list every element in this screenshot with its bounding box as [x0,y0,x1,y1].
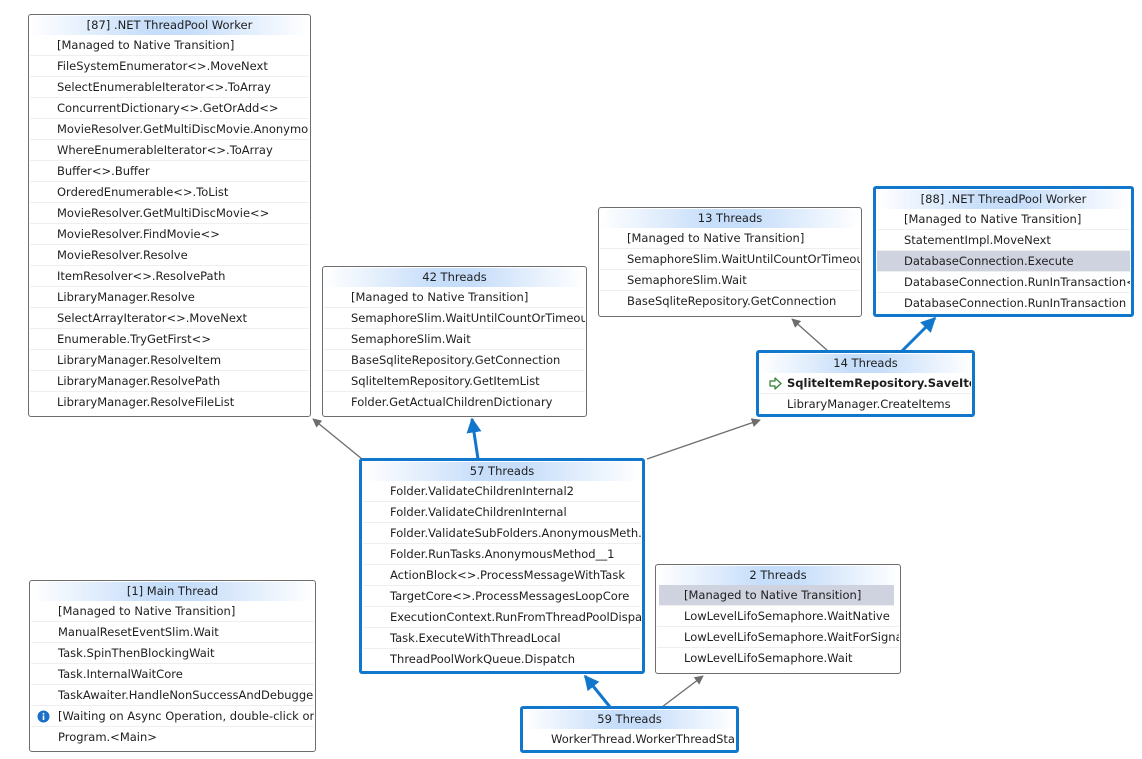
node-header[interactable]: 13 Threads [600,209,860,228]
stack-node-57-threads[interactable]: 57 Threads Folder.ValidateChildrenIntern… [359,458,645,674]
stack-frame[interactable]: LibraryManager.Resolve [30,287,309,308]
stack-frame[interactable]: [Managed to Native Transition] [877,209,1130,230]
stack-frame[interactable]: SemaphoreSlim.Wait [324,329,585,350]
stack-frame[interactable]: WhereEnumerableIterator<>.ToArray [30,140,309,161]
stack-frame[interactable]: SelectArrayIterator<>.MoveNext [30,308,309,329]
stack-frame[interactable]: MovieResolver.GetMultiDiscMovie.Anonymo.… [30,119,309,140]
stack-frame[interactable]: [Managed to Native Transition] [324,287,585,308]
node-header[interactable]: [1] Main Thread [31,582,314,601]
node-header[interactable]: 57 Threads [363,462,641,481]
stack-frame[interactable]: BaseSqliteRepository.GetConnection [324,350,585,371]
stack-frame[interactable]: TaskAwaiter.HandleNonSuccessAndDebugge..… [31,685,314,706]
stack-frame[interactable]: SqliteItemRepository.GetItemList [324,371,585,392]
stack-node-2-threads[interactable]: 2 Threads [Managed to Native Transition]… [655,564,901,674]
stack-node-14-threads[interactable]: 14 Threads SqliteItemRepository.SaveItem… [756,350,975,417]
edge-14-to-13 [791,318,829,352]
stack-frame[interactable]: LibraryManager.ResolveItem [30,350,309,371]
stack-frame[interactable]: DatabaseConnection.RunInTransaction<> [877,272,1130,293]
node-header[interactable]: [88] .NET ThreadPool Worker [877,190,1130,209]
stack-frame[interactable]: [Managed to Native Transition] [31,601,314,622]
node-header[interactable]: [87] .NET ThreadPool Worker [30,16,309,35]
stack-node-88-threadpool-worker[interactable]: [88] .NET ThreadPool Worker [Managed to … [873,186,1134,317]
stack-frame[interactable]: DatabaseConnection.RunInTransaction [904,296,1127,310]
stack-frame[interactable]: ActionBlock<>.ProcessMessageWithTask [363,565,641,586]
edge-14-to-88 [900,316,937,353]
stack-frame-label: SqliteItemRepository.SaveItems [787,376,971,390]
stack-frame[interactable]: SelectEnumerableIterator<>.ToArray [30,77,309,98]
stack-frame[interactable]: Folder.RunTasks.AnonymousMethod__1 [363,544,641,565]
stack-frame[interactable]: Task.InternalWaitCore [31,664,314,685]
stack-frame[interactable]: [Managed to Native Transition] [600,228,860,249]
stack-frame[interactable]: LowLevelLifoSemaphore.Wait [684,651,853,665]
stack-frame[interactable]: Task.SpinThenBlockingWait [31,643,314,664]
stack-frame[interactable]: Folder.ValidateSubFolders.AnonymousMeth.… [363,523,641,544]
stack-frame[interactable]: Folder.ValidateChildrenInternal2 [363,481,641,502]
stack-frame[interactable]: FileSystemEnumerator<>.MoveNext [30,56,309,77]
stack-frame[interactable]: OrderedEnumerable<>.ToList [30,182,309,203]
stack-frame-highlighted[interactable]: DatabaseConnection.Execute [877,251,1130,272]
stack-frame[interactable]: ConcurrentDictionary<>.GetOrAdd<> [30,98,309,119]
stack-frame[interactable]: LowLevelLifoSemaphore.WaitNative [657,606,899,627]
stack-frame[interactable]: ItemResolver<>.ResolvePath [30,266,309,287]
stack-frame-highlighted[interactable]: [Managed to Native Transition] [659,585,894,606]
stack-frame-label: [Waiting on Async Operation, double-clic… [58,709,314,723]
stack-node-42-threads[interactable]: 42 Threads [Managed to Native Transition… [322,266,587,417]
stack-frame[interactable]: StatementImpl.MoveNext [877,230,1130,251]
stack-frame[interactable]: [Managed to Native Transition] [30,35,309,56]
stack-frame[interactable]: SemaphoreSlim.WaitUntilCountOrTimeout [600,249,860,270]
stack-frame[interactable]: BaseSqliteRepository.GetConnection [627,294,837,308]
edge-57-to-87 [312,418,363,460]
edge-59-to-2 [661,675,704,708]
stack-frame[interactable]: MovieResolver.GetMultiDiscMovie<> [30,203,309,224]
stack-frame[interactable]: LibraryManager.ResolvePath [30,371,309,392]
edge-57-to-42 [466,417,482,460]
edge-59-to-57 [583,674,612,708]
stack-frame[interactable]: Folder.GetActualChildrenDictionary [351,395,553,409]
stack-frame[interactable]: SemaphoreSlim.Wait [600,270,860,291]
stack-frame[interactable]: LibraryManager.ResolveFileList [57,395,235,409]
stack-frame[interactable]: LowLevelLifoSemaphore.WaitForSignal [657,627,899,648]
stack-frame[interactable]: MovieResolver.FindMovie<> [30,224,309,245]
stack-node-1-main-thread[interactable]: [1] Main Thread [Managed to Native Trans… [29,580,316,752]
stack-frame[interactable]: MovieResolver.Resolve [30,245,309,266]
stack-frame[interactable]: Enumerable.TryGetFirst<> [30,329,309,350]
stack-frame-current[interactable]: SqliteItemRepository.SaveItems [760,373,971,394]
stack-frame[interactable]: Buffer<>.Buffer [30,161,309,182]
stack-node-13-threads[interactable]: 13 Threads [Managed to Native Transition… [598,207,862,317]
stack-frame[interactable]: WorkerThread.WorkerThreadStart [551,732,735,746]
stack-frame[interactable]: ThreadPoolWorkQueue.Dispatch [390,652,576,666]
stack-frame[interactable]: Program.<Main> [58,730,157,744]
stack-frame-async-info[interactable]: [Waiting on Async Operation, double-clic… [31,706,314,727]
stack-frame[interactable]: ManualResetEventSlim.Wait [31,622,314,643]
stack-frame[interactable]: Folder.ValidateChildrenInternal [363,502,641,523]
stack-frame[interactable]: ExecutionContext.RunFromThreadPoolDispat… [363,607,641,628]
stack-node-59-threads[interactable]: 59 Threads WorkerThread.WorkerThreadStar… [520,706,739,753]
edge-57-to-14 [646,418,761,460]
stack-frame[interactable]: Task.ExecuteWithThreadLocal [363,628,641,649]
node-header[interactable]: 2 Threads [657,566,899,585]
node-header[interactable]: 42 Threads [324,268,585,287]
stack-node-87-threadpool-worker[interactable]: [87] .NET ThreadPool Worker [Managed to … [28,14,311,417]
node-header[interactable]: 59 Threads [524,710,735,729]
green-arrow-icon [769,377,782,390]
stack-frame[interactable]: TargetCore<>.ProcessMessagesLoopCore [363,586,641,607]
stack-frame[interactable]: SemaphoreSlim.WaitUntilCountOrTimeout [324,308,585,329]
stack-frame[interactable]: LibraryManager.CreateItems [787,397,951,411]
info-icon [37,710,50,723]
node-header[interactable]: 14 Threads [760,354,971,373]
